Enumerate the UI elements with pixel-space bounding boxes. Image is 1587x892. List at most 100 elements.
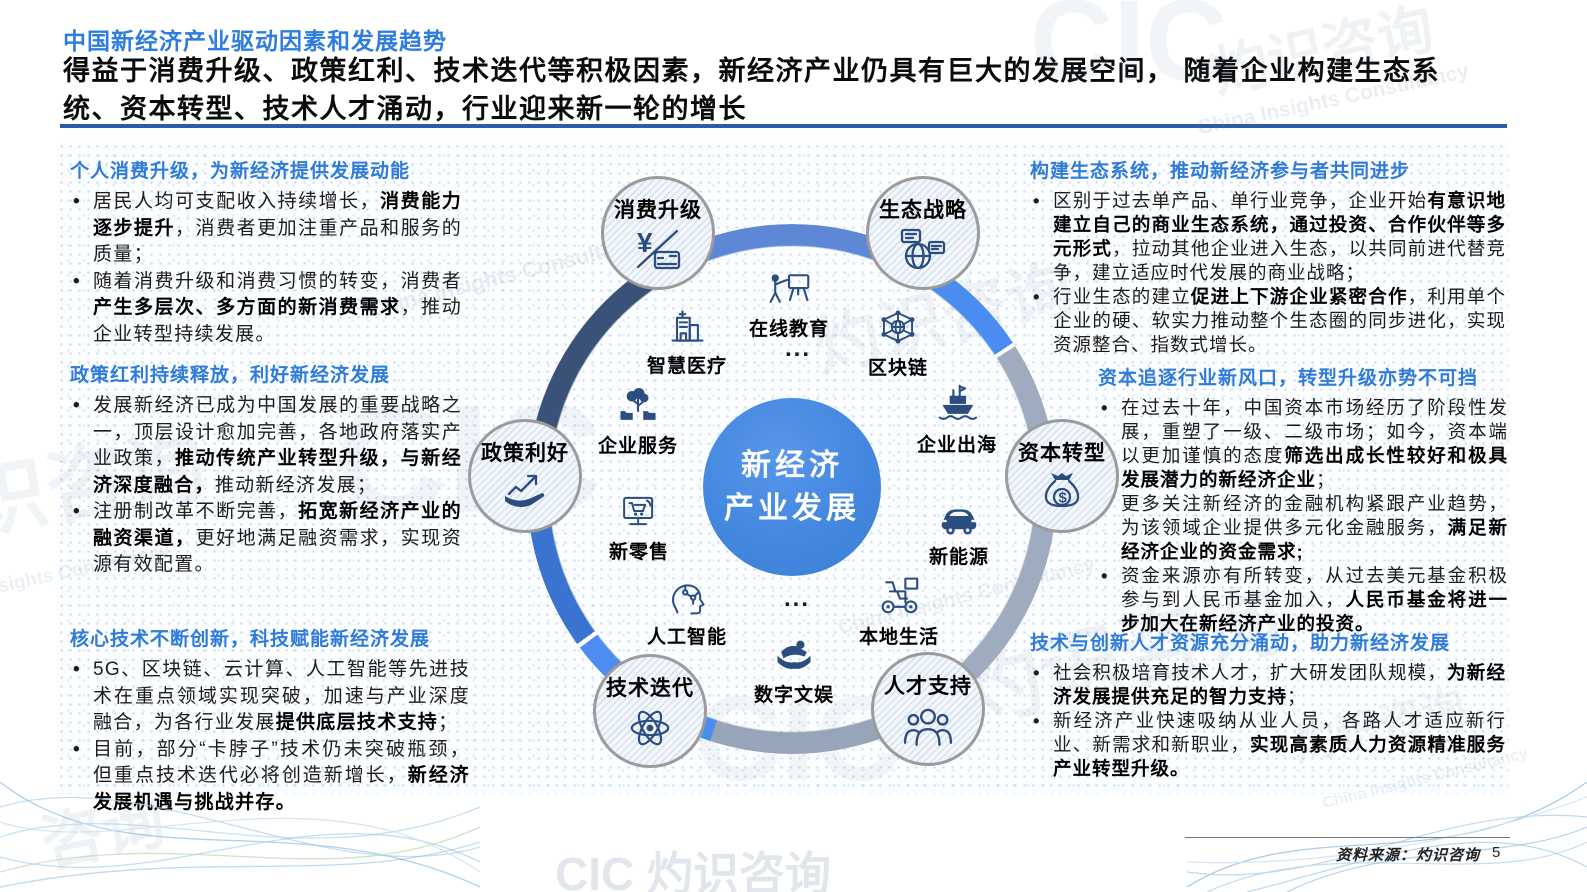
bullet-text: 提供底层技术支持	[275, 712, 439, 733]
bullet-text: 为新经济发展提供充足的智力支持	[1053, 662, 1506, 707]
center-line1: 新经济	[741, 449, 843, 482]
bullet-text: 5G、区块链、云计算、人工智能等先进技术在重点领域实现突破，加速与产业深度融合，…	[93, 659, 470, 733]
inner-item-label: 人工智能	[646, 627, 727, 648]
block-ecosystem: 构建生态系统，推动新经济参与者共同进步 区别于过去单产品、单行业竞争，企业开始有…	[1030, 156, 1506, 357]
block-consumption-upgrade: 个人消费升级，为新经济提供发展动能 居民人均可支配收入持续增长，消费能力逐步提升…	[70, 156, 462, 348]
smart-healthcare-icon	[671, 310, 704, 342]
ship-icon	[938, 384, 978, 420]
bullet-text: ，推动企业转型持续发展。	[93, 297, 462, 345]
inner-item-enterprise-overseas: 企业出海	[892, 383, 1022, 457]
bullet-text: 发展新经济已成为中国发展的重要战略之一，顶层设计愈加完善，各地政府落实产业政策，	[93, 395, 462, 469]
inner-item-label: 新能源	[928, 547, 989, 568]
node-label: 政策利好	[481, 442, 569, 465]
node-capital-transform: 资本转型 $	[1005, 419, 1119, 533]
money-bag-icon: $	[1044, 473, 1080, 508]
inner-item-label: 在线教育	[748, 319, 829, 340]
section-kicker: 中国新经济产业驱动因素和发展趋势	[63, 28, 447, 54]
people-icon	[903, 708, 953, 746]
bullet-text: 更多关注新经济的金融机构紧跟产业趋势，为该领域企业提供多元化金融服务，	[1121, 493, 1508, 538]
inner-item-online-education: 在线教育	[724, 271, 854, 341]
bullet-item: 发展新经济已成为中国发展的重要战略之一，顶层设计愈加完善，各地政府落实产业政策，…	[70, 393, 462, 499]
inner-item-label: 数字文娱	[753, 685, 834, 706]
ai-icon	[671, 584, 705, 615]
globe-chat-icon	[900, 228, 946, 270]
node-label: 消费升级	[614, 199, 702, 222]
node-ecosystem-strategy: 生态战略	[866, 176, 980, 290]
inner-item-new-retail: 新零售	[574, 492, 704, 564]
block-title: 核心技术不断创新，科技赋能新经济发展	[70, 629, 431, 650]
inner-item-label: 企业出海	[916, 435, 997, 456]
bullet-item: 社会积极培育技术人才，扩大研发团队规模，为新经济发展提供充足的智力支持；	[1030, 661, 1506, 709]
yen-card-icon: ¥	[636, 227, 681, 270]
block-capital: 资本追逐行业新风口，转型升级亦势不可挡 在过去十年，中国资本市场经历了阶段性发展…	[1098, 363, 1508, 636]
inner-item-label: 本地生活	[858, 627, 939, 648]
online-education-icon	[769, 274, 810, 303]
footer-divider	[1185, 837, 1510, 838]
svg-text:¥: ¥	[637, 227, 653, 258]
bullet-text: ，拉动其他企业进入生态，以共同前进代替竞争，建立适应时代发展的商业战略；	[1053, 238, 1506, 283]
bullet-text: 更好地满足融资需求，实现资源有效配置。	[93, 527, 462, 576]
bullet-text: 促进上下游企业紧密合作	[1190, 286, 1408, 307]
inner-item-ai: 人工智能	[622, 575, 752, 649]
node-talent-support: 人才支持	[871, 652, 985, 766]
node-technology-iteration: 技术迭代	[593, 654, 707, 768]
bullet-list: 在过去十年，中国资本市场经历了阶段性发展，重塑了一级、二级市场；如今，资本端以更…	[1098, 396, 1508, 636]
bullet-list: 居民人均可支配收入持续增长，消费能力逐步提升，消费者更加注重产品和服务的质量；随…	[70, 189, 462, 348]
bullet-item: 在过去十年，中国资本市场经历了阶段性发展，重塑了一级、二级市场；如今，资本端以更…	[1098, 396, 1508, 492]
node-label: 生态战略	[879, 199, 967, 222]
node-policy-benefit: 政策利好	[468, 419, 582, 533]
bullet-item: 更多关注新经济的金融机构紧跟产业趋势，为该领域企业提供多元化金融服务，满足新经济…	[1098, 492, 1508, 564]
bullet-list: 5G、区块链、云计算、人工智能等先进技术在重点领域实现突破，加速与产业深度融合，…	[70, 657, 470, 816]
bullet-item: 资金来源亦有所转变，从过去美元基金积极参与到人民币基金加入，人民币基金将进一步加…	[1098, 564, 1508, 636]
block-policy-dividend: 政策红利持续释放，利好新经济发展 发展新经济已成为中国发展的重要战略之一，顶层设…	[70, 360, 462, 579]
bullet-text: 社会积极培育技术人才，扩大研发团队规模，	[1053, 662, 1448, 683]
bullet-item: 行业生态的建立促进上下游企业紧密合作，利用单个企业的硬、软实力推动整个生态圈的同…	[1030, 285, 1506, 357]
center-circle: 新经济 产业发展	[703, 398, 881, 576]
bullet-text: 随着消费升级和消费习惯的转变，消费者	[93, 270, 462, 292]
inner-item-digital-entertainment: 数字文娱	[729, 633, 859, 707]
inner-item-enterprise-service: 企业服务	[573, 386, 703, 458]
bullet-text: ；	[438, 712, 459, 733]
center-line2: 产业发展	[724, 492, 860, 525]
bullet-item: 注册制改革不断完善，拓宽新经济产业的融资渠道，更好地满足融资需求，实现资源有效配…	[70, 499, 462, 579]
watermark-text: CIC 灼识咨询	[555, 848, 831, 892]
bullet-text: 目前，部分“卡脖子”技术仍未突破瓶颈，但重点技术迭代必将创造新增长，	[93, 738, 470, 787]
bullet-text: 新经济产业快速吸纳从业人员，各路人才适应新行业、新需求和新职业，	[1053, 710, 1506, 755]
page-number: 5	[1492, 844, 1501, 861]
svg-text:$: $	[1059, 490, 1068, 507]
bullet-item: 居民人均可支配收入持续增长，消费能力逐步提升，消费者更加注重产品和服务的质量；	[70, 189, 462, 269]
node-label: 资本转型	[1018, 442, 1106, 465]
bullet-text: ；	[1316, 469, 1336, 490]
title-divider	[60, 124, 1507, 128]
block-title: 政策红利持续释放，利好新经济发展	[70, 365, 391, 386]
block-title: 技术与创新人才资源充分涌动，助力新经济发展	[1030, 633, 1451, 654]
inner-item-label: 企业服务	[597, 436, 678, 457]
hand-arrow-icon	[505, 474, 545, 507]
bullet-text: 满足新经济企业的资金需求;	[1121, 517, 1508, 562]
node-label: 人才支持	[884, 675, 972, 698]
bullet-text: 有意识地建立自己的商业生态系统，通过投资、合作伙伴等多元形式	[1053, 190, 1506, 259]
atom-icon	[630, 710, 670, 746]
block-title: 构建生态系统，推动新经济参与者共同进步	[1030, 161, 1411, 182]
bullet-text: ，利用单个企业的硬、软实力推动整个生态圈的同步进化，实现资源整合、指数式增长。	[1053, 286, 1506, 355]
bullet-text: 实现高素质人力资源精准服务产业转型升级。	[1053, 734, 1506, 779]
bullet-list: 区别于过去单产品、单行业竞争，企业开始有意识地建立自己的商业生态系统，通过投资、…	[1030, 189, 1506, 357]
nev-car-icon	[941, 509, 977, 535]
bullet-text: 推动传统产业转型升级，与新经济深度融合，	[93, 448, 462, 496]
ellipsis-bottom: ...	[783, 585, 811, 612]
bullet-item: 随着消费升级和消费习惯的转变，消费者产生多层次、多方面的新消费需求，推动企业转型…	[70, 269, 462, 349]
bullet-text: 推动新经济发展；	[214, 474, 378, 496]
node-label: 技术迭代	[606, 677, 694, 700]
inner-item-smart-healthcare: 智慧医疗	[622, 308, 752, 378]
inner-item-local-life: 本地生活	[834, 575, 964, 649]
bullet-text: 筛选出成长性较好和极具发展潜力的新经济企业	[1121, 445, 1508, 490]
page-title: 得益于消费升级、政策红利、技术迭代等积极因素，新经济产业仍具有巨大的发展空间， …	[63, 56, 1440, 124]
bullet-text: 注册制改革不断完善，	[93, 501, 299, 522]
bullet-item: 5G、区块链、云计算、人工智能等先进技术在重点领域实现突破，加速与产业深度融合，…	[70, 657, 470, 737]
node-consumption-upgrade: 消费升级 ¥	[601, 176, 715, 290]
block-title: 资本追逐行业新风口，转型升级亦势不可挡	[1098, 368, 1479, 389]
inner-item-blockchain: 区块链	[833, 308, 963, 380]
bullet-text: 人民币基金将进一步加大在新经济产业的投资。	[1121, 589, 1508, 634]
inner-item-label: 区块链	[867, 358, 928, 379]
